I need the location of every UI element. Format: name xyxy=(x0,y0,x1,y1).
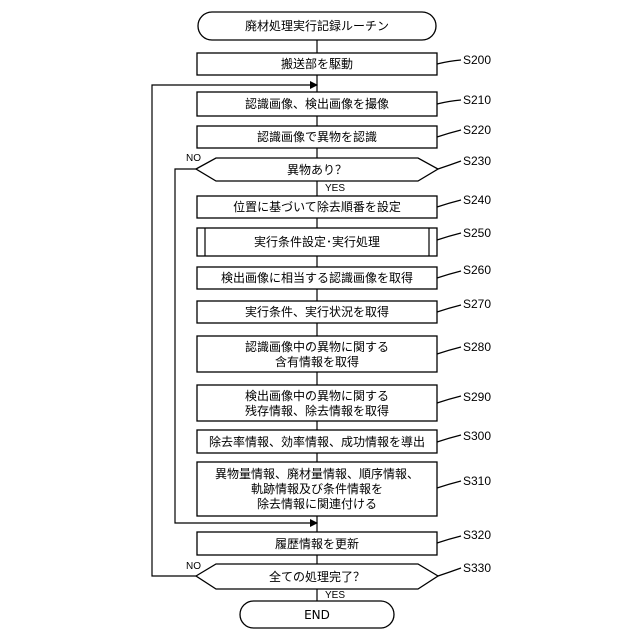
step-label-s270: 実行条件、実行状況を取得 xyxy=(245,304,389,319)
decision-label-s230: 異物あり？ xyxy=(287,163,347,177)
step-label-s250: 実行条件設定･実行処理 xyxy=(254,234,380,249)
step-id-s230: S230 xyxy=(463,154,491,168)
step-label-s210: 認識画像、検出画像を撮像 xyxy=(245,96,389,111)
step-id-s320: S320 xyxy=(463,528,491,542)
step-id-s200: S200 xyxy=(463,53,491,67)
step-label-s220: 認識画像で異物を認識 xyxy=(257,129,377,144)
step-label-s310-line1: 異物量情報、廃材量情報、順序情報、 xyxy=(215,466,419,481)
process-boxes: 搬送部を駆動 S200 認識画像、検出画像を撮像 S210 認識画像で異物を認識… xyxy=(186,53,491,601)
step-id-s260: S260 xyxy=(463,263,491,277)
step-id-s250: S250 xyxy=(463,226,491,240)
step-label-s280-line2: 含有情報を取得 xyxy=(275,354,359,369)
step-id-s280: S280 xyxy=(463,340,491,354)
step-label-s290-line2: 残存情報、除去情報を取得 xyxy=(245,403,389,418)
step-id-s310: S310 xyxy=(463,474,491,488)
step-id-s300: S300 xyxy=(463,429,491,443)
step-label-s320: 履歴情報を更新 xyxy=(275,536,359,551)
branch-yes-s230: YES xyxy=(325,183,345,194)
branch-no-s230: NO xyxy=(186,153,201,164)
step-id-s240: S240 xyxy=(463,193,491,207)
step-label-s280-line1: 認識画像中の異物に関する xyxy=(245,339,389,354)
decision-label-s330: 全ての処理完了？ xyxy=(269,569,365,584)
step-label-s200: 搬送部を駆動 xyxy=(281,56,353,71)
branch-yes-s330: YES xyxy=(325,590,345,601)
step-label-s260: 検出画像に相当する認識画像を取得 xyxy=(221,270,413,285)
branch-no-s330: NO xyxy=(186,561,201,572)
step-id-s290: S290 xyxy=(463,390,491,404)
step-label-s300: 除去率情報、効率情報、成功情報を導出 xyxy=(209,434,425,449)
step-label-s240: 位置に基づいて除去順番を設定 xyxy=(233,199,401,214)
step-id-s270: S270 xyxy=(463,297,491,311)
step-id-s220: S220 xyxy=(463,123,491,137)
start-label: 廃材処理実行記録ルーチン xyxy=(245,18,389,33)
step-id-s330: S330 xyxy=(463,561,491,575)
end-label: END xyxy=(304,608,330,622)
step-label-s310-line3: 除去情報に関連付ける xyxy=(257,496,377,511)
step-id-s210: S210 xyxy=(463,93,491,107)
step-label-s290-line1: 検出画像中の異物に関する xyxy=(245,388,389,403)
step-label-s310-line2: 軌跡情報及び条件情報を xyxy=(251,481,383,496)
